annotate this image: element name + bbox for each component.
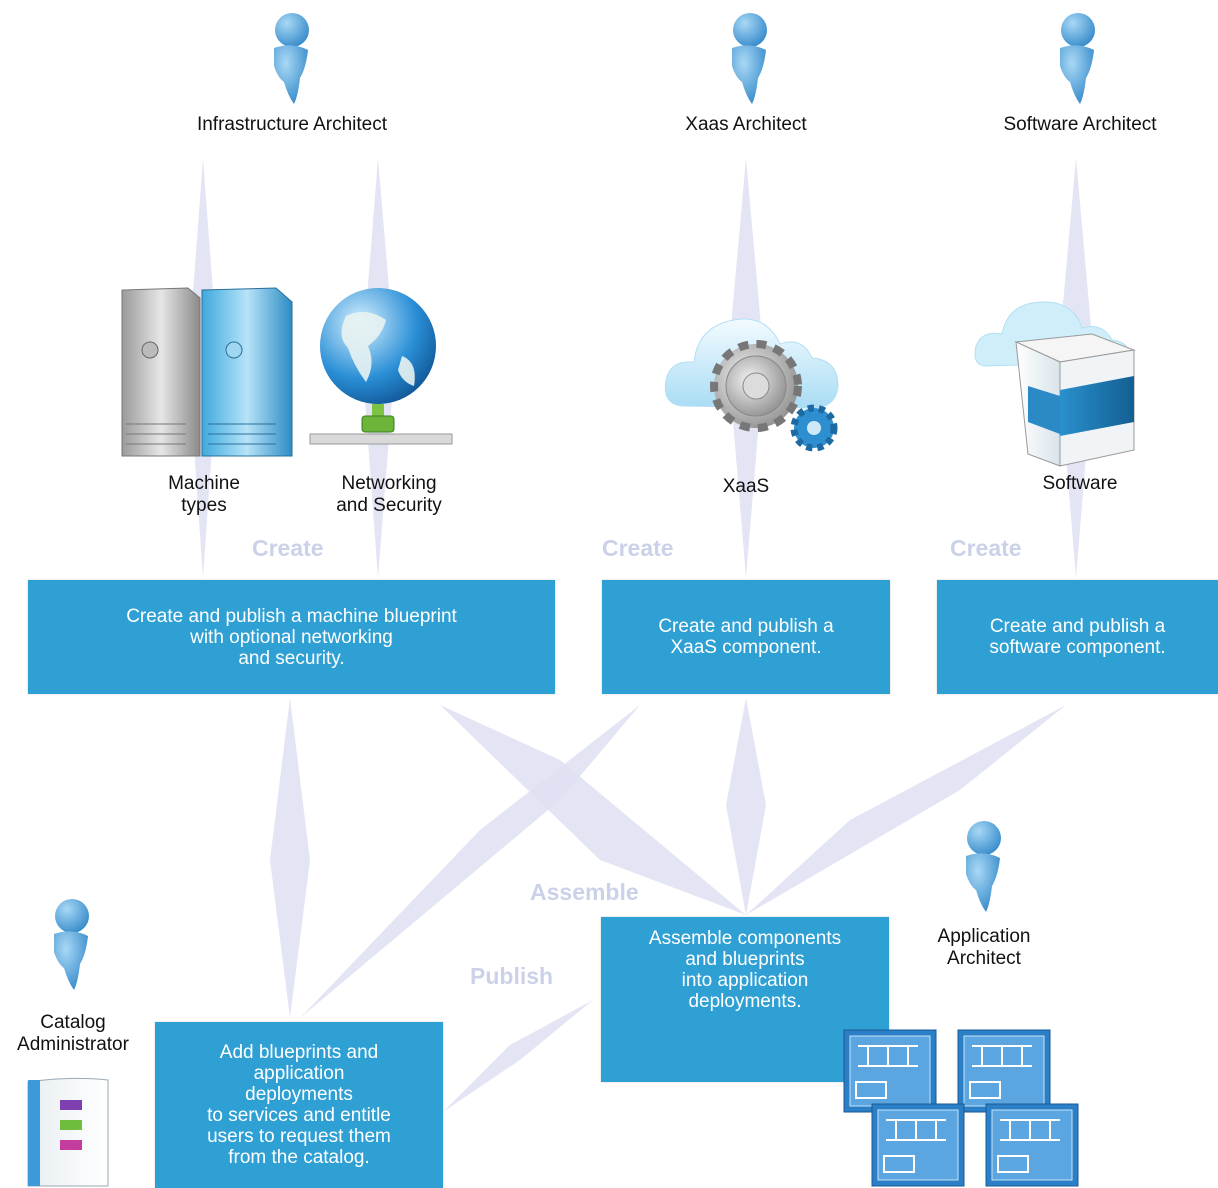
blueprint-document-icon — [957, 1029, 1051, 1113]
cloud-gear-icon — [664, 318, 839, 452]
role-xaas-architect: Xaas Architect — [685, 114, 807, 135]
globe-network-icon — [309, 288, 453, 445]
cloud-software-box-icon — [974, 301, 1136, 467]
role-application-architect: Application Architect — [937, 926, 1031, 969]
label-networking-security: Networking and Security — [336, 473, 442, 516]
role-software-architect: Software Architect — [1003, 114, 1157, 135]
person-icon — [966, 821, 1001, 912]
person-icon — [274, 13, 309, 104]
action-create-infra: Create — [252, 535, 324, 561]
blueprint-document-icon — [985, 1103, 1079, 1187]
server-icon — [121, 287, 293, 457]
action-create-software: Create — [950, 535, 1022, 561]
connector-xaas-to-assemble — [726, 698, 766, 915]
connector-software-to-assemble — [746, 705, 1066, 915]
connector-assemble-to-catalog — [443, 1000, 593, 1112]
blueprint-document-icon — [871, 1103, 965, 1187]
person-icon — [1060, 13, 1095, 104]
blueprint-document-icon — [843, 1029, 937, 1113]
action-assemble: Assemble — [530, 879, 639, 905]
box-machine-blueprint: Create and publish a machine blueprint w… — [28, 580, 555, 694]
connector-machine-to-assemble — [440, 705, 746, 915]
action-publish: Publish — [470, 963, 554, 989]
person-icon — [732, 13, 767, 104]
connector-machine-to-catalog — [270, 698, 310, 1018]
label-software: Software — [1042, 473, 1118, 494]
action-create-xaas: Create — [602, 535, 674, 561]
box-xaas-component: Create and publish a XaaS component. — [602, 580, 890, 694]
box-software-component: Create and publish a software component. — [937, 580, 1218, 694]
label-xaas: XaaS — [722, 476, 770, 497]
role-catalog-administrator: Catalog Administrator — [17, 1012, 129, 1055]
person-icon — [54, 899, 89, 990]
catalog-book-icon — [27, 1077, 109, 1187]
box-catalog: Add blueprints and application deploymen… — [155, 1022, 443, 1188]
role-infrastructure-architect: Infrastructure Architect — [196, 114, 388, 135]
box-assemble: Assemble components and blueprints into … — [601, 917, 889, 1082]
label-machine-types: Machine types — [168, 473, 240, 516]
